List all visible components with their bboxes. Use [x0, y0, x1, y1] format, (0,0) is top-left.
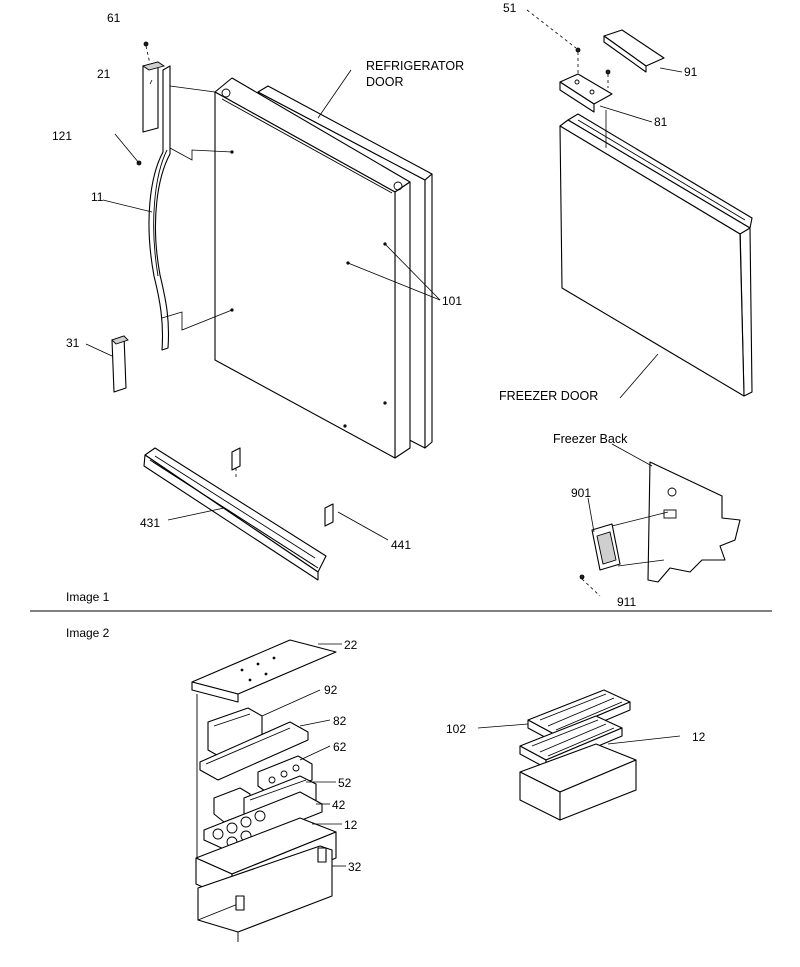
dairy-lid-22: [191, 639, 337, 703]
callout-21: 21: [97, 67, 111, 81]
callout-82: 82: [333, 714, 347, 728]
handle-end-cap-top: [141, 61, 166, 133]
refrigerator-door-label-line2: DOOR: [366, 75, 404, 89]
callout-121: 121: [52, 129, 72, 143]
grille-431: [143, 447, 327, 581]
refrigerator-door-label: REFRIGERATOR: [366, 59, 464, 73]
callout-31: 31: [66, 336, 80, 350]
screw-51: [575, 47, 581, 53]
callout-101: 101: [442, 294, 462, 308]
freezer-back-label: Freezer Back: [553, 432, 628, 446]
callout-431: 431: [140, 516, 160, 530]
clip-441-b: [324, 503, 334, 527]
callout-22: 22: [344, 638, 358, 652]
rack-62: [257, 755, 313, 797]
freezer-back-panel: [611, 443, 741, 583]
callout-12-ice: 12: [692, 730, 706, 744]
callout-12-door: 12: [344, 818, 358, 832]
section-label-image-2: Image 2: [66, 626, 110, 640]
hinge-cover-81: [559, 73, 613, 113]
clip-441-a: [231, 447, 241, 471]
shelf-32: [197, 845, 333, 933]
callout-61: 61: [107, 11, 121, 25]
tray-82: [199, 721, 309, 781]
part-901: [591, 523, 621, 571]
callout-81: 81: [654, 115, 668, 129]
refrigerator-door: [214, 77, 433, 459]
door-handle: [148, 65, 171, 351]
callout-911: 911: [617, 595, 636, 609]
screw-51-b: [605, 69, 611, 75]
handle-end-cap-bottom: [111, 335, 129, 393]
callout-901: 901: [571, 486, 591, 500]
callout-441: 441: [391, 538, 411, 552]
ice-bin-12: [519, 743, 637, 821]
freezer-door: [559, 113, 753, 399]
hinge-91: [603, 29, 665, 73]
callout-91: 91: [684, 65, 698, 79]
callout-62: 62: [333, 740, 347, 754]
freezer-door-label: FREEZER DOOR: [499, 389, 598, 403]
screw-61: [143, 41, 149, 47]
callout-51: 51: [503, 1, 517, 15]
screw-911: [579, 574, 585, 580]
callout-92: 92: [324, 683, 338, 697]
callout-42: 42: [332, 798, 346, 812]
callout-11: 11: [91, 190, 104, 204]
callout-52: 52: [338, 776, 352, 790]
callout-102: 102: [446, 722, 466, 736]
callout-32: 32: [348, 860, 362, 874]
section-label-image-1: Image 1: [66, 590, 110, 604]
